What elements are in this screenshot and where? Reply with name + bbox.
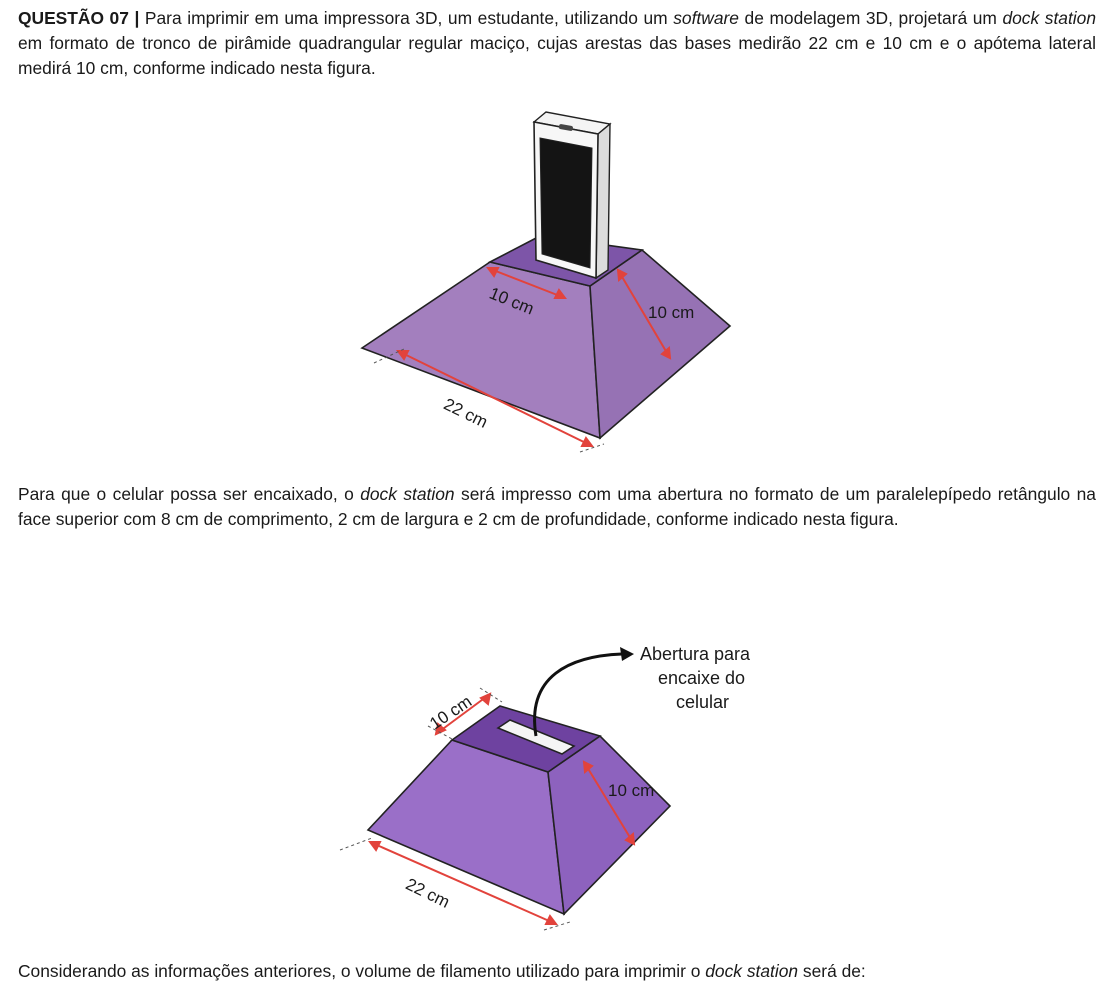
callout-line-2: encaixe do [658, 668, 745, 688]
dimension-arrows [396, 267, 672, 447]
statement-italic: software [673, 8, 739, 28]
label-base-edge: 22 cm [441, 394, 491, 431]
question-statement: QUESTÃO 07 | Para imprimir em uma impres… [18, 6, 1096, 81]
statement-text: em formato de tronco de pirâmide quadran… [18, 33, 1096, 78]
statement-text: Para imprimir em uma impressora 3D, um e… [139, 8, 674, 28]
label-top-edge: 10 cm [426, 692, 475, 734]
opening-slot [496, 719, 576, 755]
label-apothem: 10 cm [608, 781, 654, 800]
prompt-text: Considerando as informações anteriores, … [18, 961, 706, 981]
paragraph-text: Para que o celular possa ser encaixado, … [18, 484, 361, 504]
label-base-edge: 22 cm [403, 874, 453, 911]
frustum-right-face [547, 734, 672, 916]
prompt-text: será de: [798, 961, 866, 981]
callout-line-1: Abertura para [640, 644, 751, 664]
phone-illustration [532, 111, 612, 280]
frustum-right-face [589, 248, 732, 440]
callout-line-3: celular [676, 692, 729, 712]
paragraph-italic: dock station [360, 484, 455, 504]
question-prompt: Considerando as informações anteriores, … [18, 959, 1096, 984]
figure-dock-with-phone: 10 cm 10 cm 22 cm [360, 111, 732, 453]
label-apothem: 10 cm [648, 303, 694, 322]
question-label: QUESTÃO 07 | [18, 8, 140, 28]
prompt-italic: dock station [705, 961, 799, 981]
opening-description: Para que o celular possa ser encaixado, … [18, 482, 1096, 532]
figure-dock-with-opening: 10 cm 10 cm 22 cm Abertura para encaixe … [339, 644, 751, 931]
paragraph-text: será impresso com uma abertura no format… [18, 484, 1096, 529]
statement-italic: dock station [1002, 8, 1096, 28]
statement-text: de modelagem 3D, projetará um [738, 8, 1003, 28]
dimension-arrows [368, 692, 636, 925]
callout-arrow [533, 652, 623, 737]
